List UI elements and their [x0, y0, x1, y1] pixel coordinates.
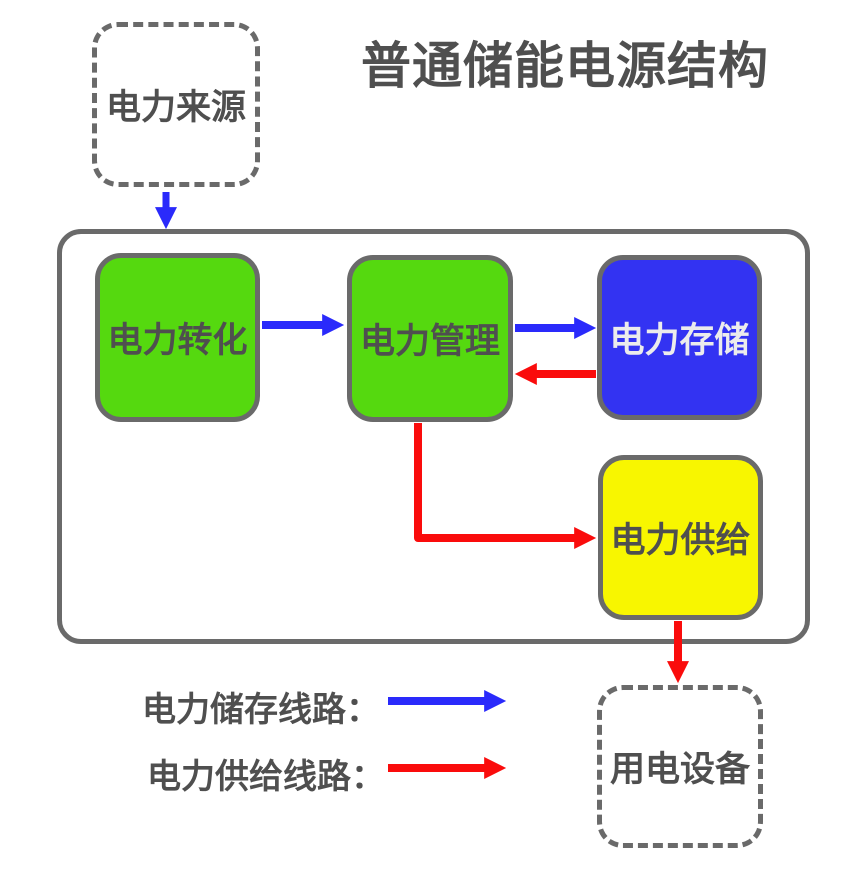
- node-power-device: 用电设备: [597, 685, 763, 848]
- node-power-management: 电力管理: [347, 255, 513, 422]
- legend-supply-line-label: 电力供给线路：: [147, 758, 385, 796]
- node-power-supply: 电力供给: [598, 455, 763, 620]
- page-title: 普通储能电源结构: [361, 38, 769, 94]
- node-power-conversion-label: 电力转化: [107, 321, 248, 360]
- node-power-management-label: 电力管理: [359, 322, 500, 361]
- node-power-source-label: 电力来源: [105, 88, 246, 127]
- system-boundary: [57, 229, 810, 644]
- legend-storage-line-label: 电力储存线路：: [142, 691, 380, 729]
- node-power-storage-label: 电力存储: [609, 321, 750, 360]
- node-power-conversion: 电力转化: [95, 253, 260, 422]
- node-power-device-label: 用电设备: [609, 750, 750, 789]
- node-power-storage: 电力存储: [597, 255, 762, 420]
- node-power-supply-label: 电力供给: [610, 521, 751, 560]
- node-power-source: 电力来源: [92, 22, 260, 187]
